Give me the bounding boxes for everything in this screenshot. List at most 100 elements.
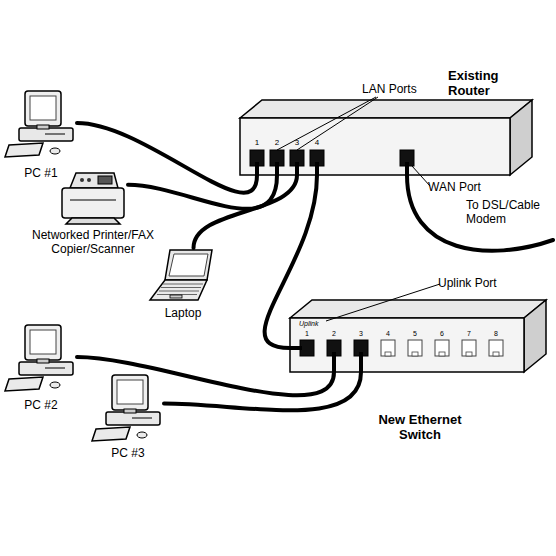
drawing-part [240,118,510,175]
drawing-part [112,375,148,410]
drawing-part [30,330,56,354]
drawing-part [466,352,472,356]
network-cable [77,357,334,395]
switch-node: New Ethernet Switch [290,300,546,372]
drawing-part [80,178,84,182]
drawing-part [412,352,418,356]
drawing-part [45,368,65,369]
device-label: Networked Printer/FAX Copier/Scanner [20,228,166,256]
drawing-part [132,418,152,419]
drawing-part [87,178,91,182]
drawing-part [98,176,112,184]
drawing-part [240,100,532,118]
device-heading: Existing Router [448,68,512,98]
drawing-part [405,162,409,175]
callout-label: WAN Port [428,180,481,194]
port-number: 3 [354,329,368,338]
drawing-part [50,148,60,154]
leader-line [326,284,440,321]
network-cable [265,175,317,348]
drawing-part [25,325,61,360]
drawing-part [5,377,43,391]
drawing-part [37,359,49,363]
router-node: Existing Router [240,100,532,175]
drawing-part [163,284,203,285]
device-label: PC #2 [0,398,82,412]
drawing-part [290,300,546,318]
drawing-part [106,412,160,425]
network-cable [194,175,298,248]
drawing-part [385,352,391,356]
drawing-part [92,427,130,441]
port-number: 7 [462,329,476,338]
drawing-part [5,143,43,157]
drawing-part [169,254,208,276]
laptop-node: Laptop [148,248,218,302]
drawing-part [408,340,422,356]
drawing-part [25,91,61,126]
drawing-part [439,352,445,356]
network-cable [77,123,257,193]
drawing-part [489,340,503,356]
drawing-part [45,134,65,135]
drawing-part [50,382,60,388]
modem-cable [407,175,553,251]
drawing-part [70,173,118,188]
drawing-part [150,280,207,300]
device-label: PC #1 [0,166,82,180]
port-number: 1 [300,329,314,338]
laptop-icon [148,248,218,302]
port-marking: Uplink [299,319,318,328]
drawing-part [510,100,532,175]
drawing-part [524,300,546,372]
router-shape [240,100,532,175]
port-number: 6 [435,329,449,338]
leader-line [277,97,440,321]
drawing-part [381,340,395,356]
port-number: 4 [381,329,395,338]
port-number: 5 [408,329,422,338]
pc-node: PC #3 [92,372,164,442]
device-label: PC #3 [87,446,169,460]
drawing-part [137,432,147,438]
printer-icon [58,168,128,224]
pc-icon [5,88,77,158]
drawing-part [315,162,319,175]
drawing-part [290,346,302,350]
switch-shape [290,300,546,372]
port-number: 2 [327,329,341,338]
callout-label: LAN Ports [362,82,417,96]
port-number: 8 [489,329,503,338]
device-label: Laptop [148,306,218,320]
leader-line [412,166,430,186]
pc-icon [5,322,77,392]
drawing-part [275,162,279,175]
pc-node: PC #2 [5,322,77,392]
drawing-part [300,340,314,356]
drawing-part [117,380,143,404]
drawing-part [332,352,336,372]
port-number: 1 [250,138,264,148]
drawing-part [359,352,363,372]
port-number: 2 [270,138,284,148]
printer-node: Networked Printer/FAX Copier/Scanner [58,168,128,224]
drawing-part [30,96,56,120]
drawing-part [70,200,116,201]
port-number: 4 [310,138,324,148]
leader-line [297,97,378,150]
drawing-part [462,340,476,356]
drawing-part [255,162,259,175]
drawing-part [19,128,73,141]
drawing-part [19,362,73,375]
network-cable [128,175,277,209]
drawing-part [170,295,182,298]
drawing-part [37,125,49,129]
drawing-part [62,188,124,218]
drawing-part [165,250,212,280]
drawing-part [435,340,449,356]
drawing-part [493,352,499,356]
drawing-part [159,291,199,292]
drawing-part [295,162,299,175]
pc-node: PC #1 [5,88,77,158]
